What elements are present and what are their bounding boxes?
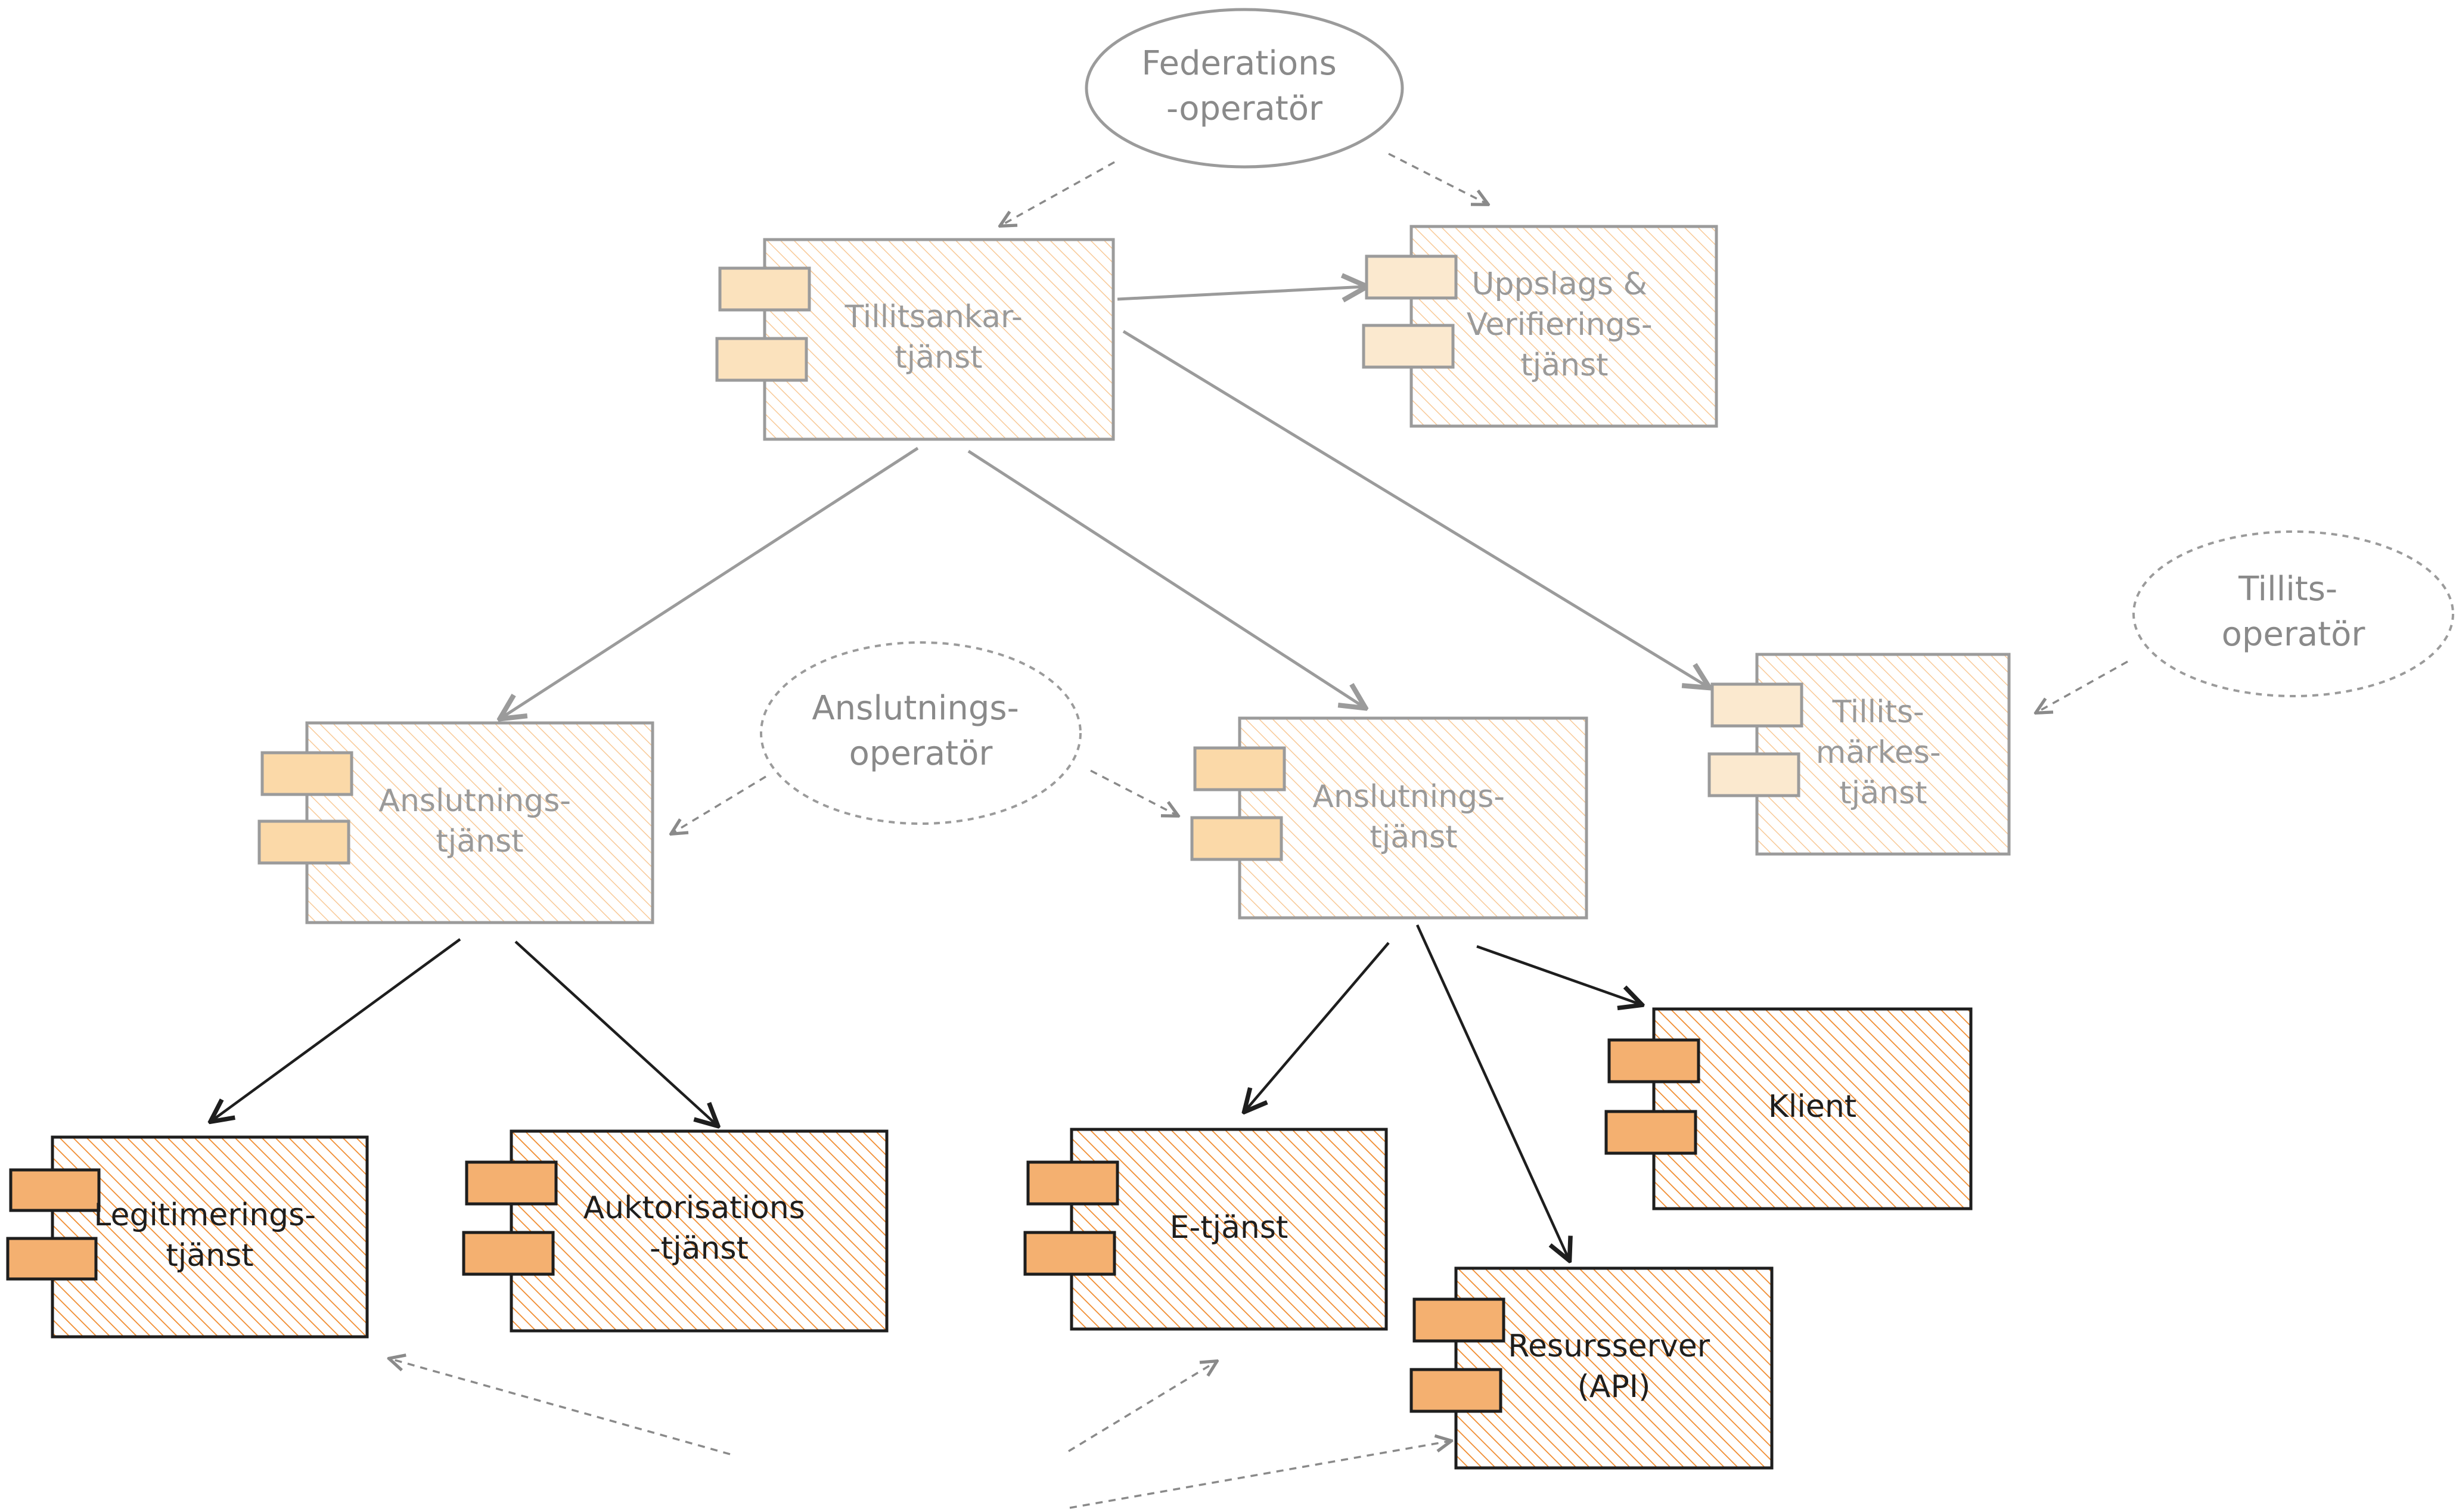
resource-server-label: Resursserver (API) — [1508, 1328, 1719, 1405]
dashed-federation-to-lookup — [1388, 153, 1487, 204]
lookup-verification-label: Uppslags & Verifierings- tjänst — [1467, 266, 1662, 383]
connection-service-left: Anslutnings- tjänst — [257, 721, 654, 924]
arrow-connection-left-to-identity — [212, 938, 461, 1120]
component-body — [763, 238, 1115, 441]
dashed-bottom-to-identity — [390, 1359, 731, 1455]
authorization-service-label: Auktorisations -tjänst — [583, 1190, 815, 1266]
identity-service-label: Legitimerings- tjänst — [94, 1197, 325, 1274]
federation-operator: Federations -operatör — [1085, 8, 1404, 169]
lookup-verification-service: Uppslags & Verifierings- tjänst — [1362, 225, 1718, 428]
connection-service-right-label: Anslutnings- tjänst — [1312, 779, 1514, 855]
dashed-bottom-to-resource-server — [1069, 1441, 1450, 1509]
dashed-connectors — [390, 153, 2128, 1509]
trust-anchor-label: Tillitsankar- tjänst — [844, 299, 1033, 375]
component-port — [1193, 746, 1286, 791]
dashed-federation-to-anchor — [1001, 161, 1115, 225]
component-port — [1365, 254, 1458, 300]
trustmark-service-label: Tillits- märkes- tjänst — [1816, 694, 1951, 811]
trust-anchor-service: Tillitsankar- tjänst — [715, 238, 1115, 441]
trustmark-operator-ellipse — [2132, 530, 2454, 697]
component-body — [1409, 225, 1718, 428]
authorization-service: Auktorisations -tjänst — [462, 1129, 889, 1333]
component-port — [257, 819, 350, 865]
resource-server: Resursserver (API) — [1409, 1266, 1774, 1470]
federation-operator-ellipse — [1085, 8, 1404, 169]
dashed-trustmark-operator-to-service — [2037, 660, 2128, 712]
arrow-connection-right-to-eservice — [1246, 942, 1390, 1110]
component-port — [1409, 1368, 1502, 1413]
trustmark-operator: Tillits- operatör — [2132, 530, 2454, 697]
trustmark-operator-label: Tillits- operatör — [2222, 570, 2366, 654]
component-port — [1707, 752, 1800, 797]
arrow-anchor-to-connection-right — [967, 449, 1364, 707]
client: Klient — [1604, 1007, 1973, 1210]
trustmark-service: Tillits- märkes- tjänst — [1707, 653, 2011, 856]
component-body — [1652, 1007, 1973, 1210]
connection-operator-ellipse — [760, 641, 1082, 825]
component-body — [1070, 1128, 1388, 1331]
dashed-bottom-to-eservice — [1068, 1362, 1216, 1452]
arrow-anchor-to-connection-left — [502, 446, 919, 718]
eservice: E-tjänst — [1023, 1128, 1388, 1331]
federation-operator-label: Federations -operatör — [1141, 44, 1347, 128]
component-port — [1412, 1297, 1505, 1343]
dark-connectors — [212, 924, 1640, 1259]
connection-operator-label: Anslutnings- operatör — [812, 689, 1029, 773]
component-port — [1607, 1038, 1700, 1083]
component-body — [305, 721, 654, 924]
component-port — [718, 266, 811, 312]
component-port — [1190, 816, 1283, 861]
identity-service: Legitimerings- tjänst — [6, 1135, 369, 1339]
component-port — [1362, 324, 1455, 369]
connection-service-right: Anslutnings- tjänst — [1190, 716, 1588, 920]
component-port — [1023, 1231, 1116, 1276]
component-port — [715, 337, 808, 382]
component-port — [462, 1231, 555, 1276]
component-port — [6, 1237, 98, 1281]
component-body — [510, 1129, 889, 1333]
arrow-connection-right-to-resource-server — [1415, 924, 1569, 1259]
gray-connectors — [502, 287, 1707, 718]
component-body — [51, 1135, 369, 1339]
arrow-connection-right-to-client — [1476, 945, 1640, 1004]
dashed-connection-operator-to-left — [672, 775, 766, 833]
client-label: Klient — [1768, 1089, 1856, 1125]
component-port — [1710, 682, 1803, 728]
component-port — [1604, 1110, 1697, 1155]
eservice-label: E-tjänst — [1170, 1210, 1288, 1246]
arrow-connection-left-to-authorization — [514, 940, 716, 1125]
component-port — [260, 751, 353, 796]
dashed-connection-operator-to-right — [1090, 769, 1177, 815]
connection-service-left-label: Anslutnings- tjänst — [378, 783, 580, 859]
connection-operator: Anslutnings- operatör — [760, 641, 1082, 825]
arrow-anchor-to-lookup — [1117, 287, 1365, 299]
component-body — [1238, 716, 1588, 920]
component-port — [9, 1168, 101, 1212]
component-port — [1026, 1160, 1119, 1206]
component-port — [465, 1160, 558, 1206]
component-body — [1454, 1266, 1774, 1470]
arrow-anchor-to-trustmark — [1122, 330, 1707, 687]
